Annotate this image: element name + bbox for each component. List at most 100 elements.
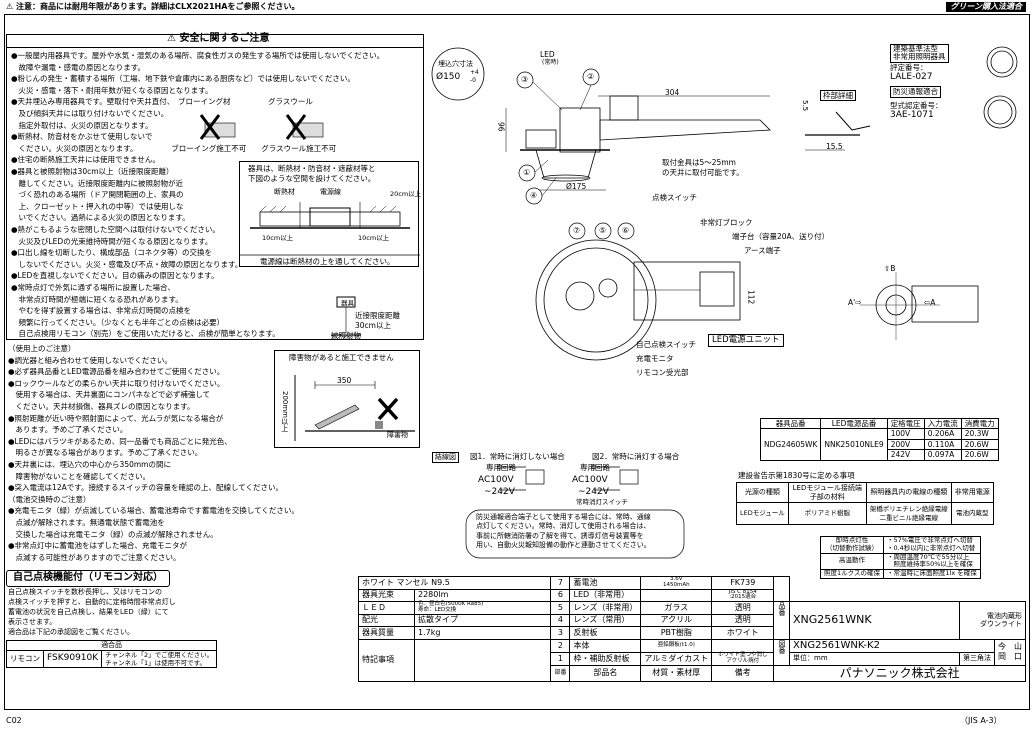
insulation-dim-c: 20cm以上 (390, 190, 422, 198)
title-left-value-0: 2280lm (413, 588, 552, 602)
obstacle-box: 障害物があると施工できません 350 200mm以上 障害物 (274, 350, 420, 448)
usage-line-9: 明るさが異なる場合があります。予めご了承ください。 (8, 448, 203, 458)
bracket-note2: の天井に取付可能です。 (662, 168, 744, 177)
spec-header-2: 定格電圧 (886, 417, 925, 430)
footer-right: （JIS A-3） (960, 716, 1002, 725)
obstacle-label: 障害物 (387, 431, 408, 439)
selfcheck-title: 自己点検機能付（リモコン対応） (6, 570, 170, 587)
wiring-circuit-1: 専用回路 (486, 463, 516, 472)
usage-line-13: （電池交換時のご注意） (8, 494, 91, 504)
safety-line-21: 非常点灯時間が極端に短くなる恐れがあります。 (11, 294, 183, 304)
dim-175: Ø175 (566, 182, 587, 191)
projection-label: 第三角法 (959, 652, 995, 666)
wiring-note-line-0: 防災通報適合端子として使用する場合には、常時、通線 (476, 513, 651, 521)
safety-line-24: 自己点検用リモコン（別売）をご使用いただけると、点検が簡単となります。 (11, 329, 280, 339)
part-1-col-2: アルミダイカスト (640, 652, 713, 666)
usage-line-4: 使用する場合は、天井裏面にコンパネなどで必ず補強して (8, 390, 211, 400)
part-3-col-2: PBT樹脂 (640, 626, 713, 640)
wiring-note-line-3: 用い、自動火災報知設備の動作と連動させてください。 (476, 541, 651, 550)
callout-6: ⑥ (622, 226, 630, 235)
install-cross-icons (199, 114, 361, 340)
product-desc: 電池内蔵形 ダウンライト (959, 601, 1026, 640)
dim-304: 304 (665, 88, 680, 97)
notice-value-0: LEDモジュール (736, 502, 789, 525)
obstacle-title: 障害物があると施工できません (289, 353, 394, 362)
title-row: 部番部品名材質・素材厚備考パナソニック株式会社 (359, 664, 1026, 682)
wiring-note-line-1: 点灯してください。常時、消灯して使用される場合は、 (476, 522, 651, 531)
usage-line-14: ●充電モニタ（緑）が点滅している場合、蓄電池寿命です蓄電池を交換してください。 (8, 506, 299, 516)
safety-title: ⚠ 安全に関するご注意 (167, 33, 270, 44)
usage-line-12: ●突入電流は12Aです。接続するスイッチの容量を確認の上、配線してください。 (8, 483, 284, 493)
part-2-col-2: 亜鉛鋼板(t1.0) (640, 638, 713, 653)
hole-size-value: Ø150 (436, 72, 461, 82)
callout-4: ④ (530, 191, 538, 200)
insulation-label-b: 電源線 (320, 188, 341, 196)
safety-line-6: 指定外取付は、火災の原因となります。 (11, 120, 153, 130)
part-4-col-0: 4 (550, 613, 571, 627)
performance-table: 即時点灯性 （切替動作試験）・57%電圧で非常点灯へ切替 ・0.4秒以内に非常点… (820, 536, 981, 579)
product-label: 品番 (773, 601, 790, 640)
safety-line-18: しないでください。火災・感電及び不点・故障の原因となります。 (11, 259, 243, 269)
parts-header-1: 部品名 (569, 664, 642, 682)
title-left-label-1: ＬＥＤ (358, 601, 415, 615)
spec-power: NNK25010NLE9 (820, 428, 888, 461)
emergency-block-label: 非常灯ブロック (700, 218, 753, 227)
notice-header-0: 光源の種類 (736, 482, 789, 503)
part-5-col-3: 透明 (711, 601, 775, 615)
hole-tol-plus: +4 (470, 69, 479, 76)
part-4-col-2: アクリル (640, 613, 713, 627)
title-color: ホワイト マンセル N9.5 (357, 576, 552, 590)
safety-line-10: ●器具と被照射物は30cm以上（近接限度距離） (11, 167, 174, 176)
obstacle-vertical-label: 200mm以上 (280, 391, 289, 432)
callout-2: ② (587, 72, 595, 81)
selfcheck-line-3: 表示させます。 (8, 618, 57, 626)
bracket-note1: 取付金具は5～25mm (662, 158, 736, 167)
safety-line-12: づく恐れのある場所（ドア開閉範囲の上、家具の (11, 190, 184, 200)
wiring-voltage2-b: ~242V (578, 487, 609, 497)
notice-value-2: 架橋ポリエチレン絶縁電線 二重ビニル絶縁電線 (865, 502, 952, 525)
unit-label: 単位：mm (789, 652, 960, 666)
title-left-label-0: 器具光束 (358, 588, 415, 602)
usage-line-6: ●照射距離が近い時や照射面によって、光ムラが気になる場合が (8, 413, 224, 423)
safety-line-23: 頻繁に行ってください。（少なくとも半年ごとの点検は必要） (11, 317, 225, 327)
notice-value-3: 電池内蔵型 (950, 502, 994, 525)
performance-row: 即時点灯性 （切替動作試験）・57%電圧で非常点灯へ切替 ・0.4秒以内に非常点… (820, 536, 981, 554)
parts-header-3: 備考 (711, 664, 775, 682)
part-6-col-2 (640, 588, 713, 602)
wiring-fig1: 図1．常時に消灯しない場合 (470, 452, 565, 461)
notice-header-1: LEDモジュール接続端子部の材料 (787, 482, 867, 503)
safety-line-22: やむを得ず設置する場合は、非常点灯時間の点検を (11, 306, 191, 316)
part-5-col-2: ガラス (640, 601, 713, 615)
safety-panel: ⚠ 安全に関するご注意 ●一般屋内用器具です。屋外や水気・湿気のある場所、腐食性… (6, 33, 424, 340)
inspection-switch-label: 点検スイッチ (652, 193, 697, 202)
safety-line-11: 離してください。近接限度距離内に被照射物が近 (11, 178, 184, 188)
performance-cell-0-0: 即時点灯性 （切替動作試験） (820, 536, 884, 554)
title-left-label-2: 配光 (358, 613, 415, 627)
notice-header-3: 非常用電源 (950, 482, 994, 503)
title-left-value-2: 拡散タイプ (413, 613, 552, 627)
certification-block: 建築基準法型 非常用照明器具 評定番号： LALE-027 防災通報適合 型式認… (890, 44, 990, 121)
part-3-col-1: 反射板 (569, 626, 642, 640)
part-5-col-1: レンズ（非常用） (569, 601, 642, 615)
insulation-bottom-note: 電源線は断熱材の上を通してください。 (260, 257, 395, 266)
view-a-right-label: ⇦A (924, 298, 936, 307)
title-left-value-1: 色：昼白色(5000K Ra85) 寿命：LED交換 (413, 601, 552, 615)
part-6-col-1: LED（非常用） (569, 588, 642, 602)
proximity-fixture-label: 器具 (341, 299, 354, 307)
insulation-line2: 下図のような空間を設けてください。 (248, 174, 376, 183)
proximity-label2: 30cm以上 (355, 321, 391, 330)
led-sub-label: (常時) (542, 59, 559, 66)
spec-header-4: 消費電力 (960, 417, 999, 430)
part-7-col-2: 3.6V 1450mAh (640, 576, 713, 590)
selfcheck-line-0: 自己点検スイッチを数秒長押し、又はリモコンの (8, 588, 162, 596)
part-6-col-0: 6 (550, 588, 571, 602)
notice-header-2: 照明器具内の電線の種類 (865, 482, 952, 503)
usage-line-10: ●天井裏には、埋込穴の中心から350mmの間に (8, 460, 171, 469)
dim-15-5: 15.5 (826, 142, 843, 151)
part-1-col-1: 枠・補助反射板 (569, 652, 642, 666)
product-number: XNG2561WNK (789, 601, 960, 640)
